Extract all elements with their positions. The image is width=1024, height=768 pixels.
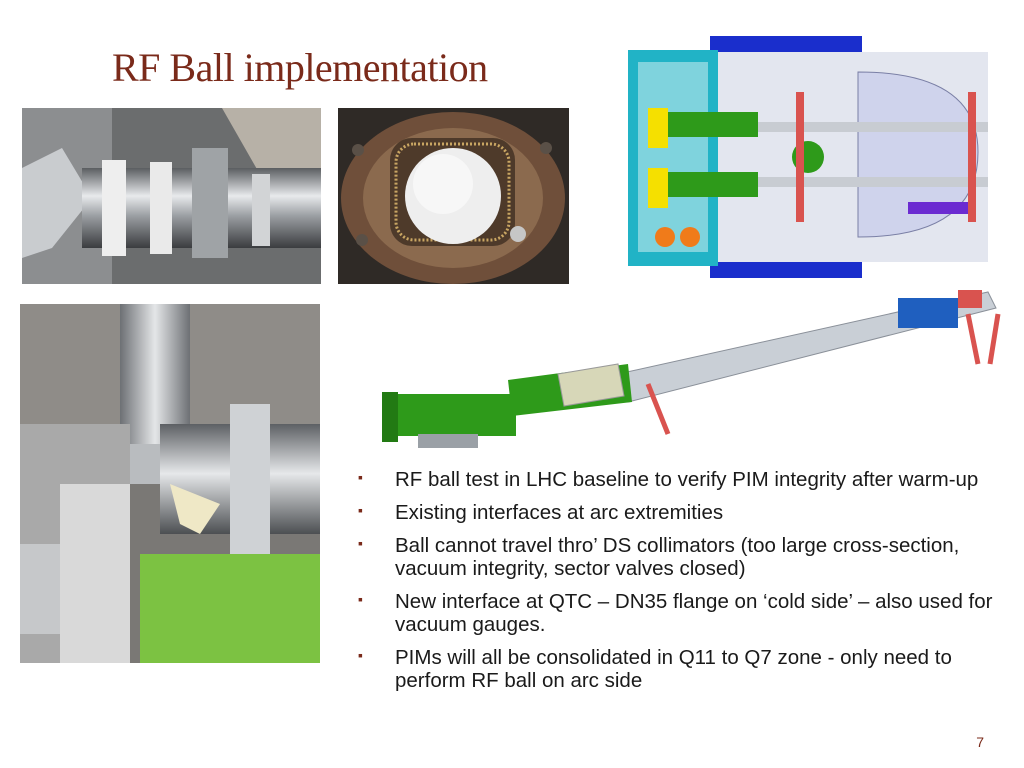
bullet-text: Existing interfaces at arc extremities — [395, 501, 724, 524]
photo-pim-assembly — [22, 108, 321, 284]
bullet-list: ▪ RF ball test in LHC baseline to verify … — [356, 468, 996, 702]
photo-interface-installation — [20, 304, 320, 663]
photo-rf-ball — [338, 108, 569, 284]
bullet-marker: ▪ — [358, 535, 363, 551]
bullet-marker: ▪ — [358, 502, 363, 518]
slide-title: RF Ball implementation — [112, 45, 488, 90]
bullet-marker: ▪ — [358, 469, 363, 485]
bullet-item: ▪ PIMs will all be consolidated in Q11 to… — [356, 646, 996, 692]
bullet-item: ▪ Existing interfaces at arc extremities — [356, 501, 996, 524]
bullet-item: ▪ New interface at QTC – DN35 flange on ‘… — [356, 590, 996, 636]
cad-cross-section — [628, 22, 1000, 278]
bullet-marker: ▪ — [358, 647, 363, 663]
bullet-item: ▪ Ball cannot travel thro’ DS collimators… — [356, 534, 996, 580]
bullet-text: RF ball test in LHC baseline to verify P… — [395, 468, 979, 491]
cad-interface-assembly — [378, 284, 1004, 460]
bullet-marker: ▪ — [358, 591, 363, 607]
bullet-item: ▪ RF ball test in LHC baseline to verify … — [356, 468, 996, 491]
page-number: 7 — [976, 734, 984, 750]
bullet-text: PIMs will all be consolidated in Q11 to … — [395, 646, 952, 692]
bullet-text: Ball cannot travel thro’ DS collimators … — [395, 534, 960, 580]
bullet-text: New interface at QTC – DN35 flange on ‘c… — [395, 590, 993, 636]
